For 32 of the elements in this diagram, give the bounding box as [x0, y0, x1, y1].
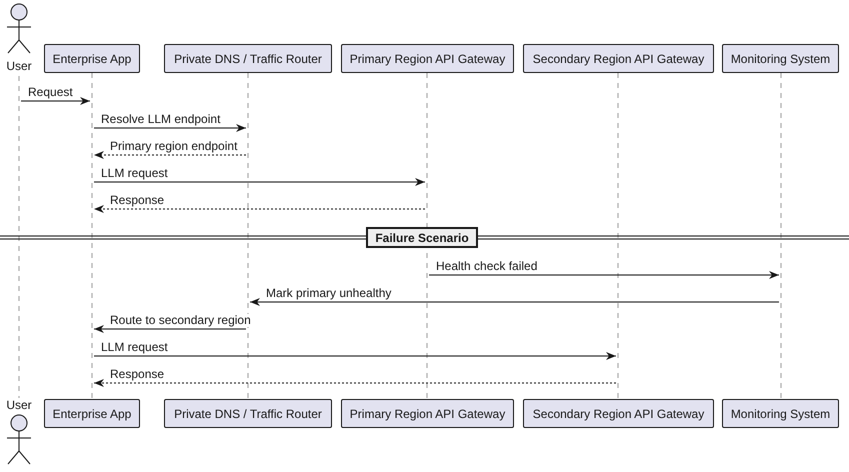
participant-box: Private DNS / Traffic Router: [164, 399, 332, 428]
message-label: Resolve LLM endpoint: [100, 113, 222, 126]
participant-box: Private DNS / Traffic Router: [164, 44, 332, 73]
participant-box: Enterprise App: [44, 399, 140, 428]
message-arrow: [94, 124, 246, 132]
message-label: Health check failed: [435, 260, 538, 273]
message-arrow: [250, 298, 780, 306]
message-label: Primary region endpoint: [109, 140, 238, 153]
participant-box: Monitoring System: [722, 44, 839, 73]
message-arrow: [94, 151, 246, 159]
message-label: LLM request: [100, 341, 169, 354]
message-arrow: [94, 205, 426, 213]
message-label: LLM request: [100, 167, 169, 180]
message-label: Response: [109, 194, 166, 207]
message-arrow: [94, 352, 616, 360]
participant-box: Primary Region API Gateway: [341, 399, 514, 428]
message-arrow: [20, 97, 90, 105]
actor-name: User: [5, 398, 33, 412]
participant-box: Monitoring System: [722, 399, 839, 428]
message-label: Request: [27, 86, 74, 99]
message-label: Mark primary unhealthy: [265, 287, 392, 300]
participant-box: Primary Region API Gateway: [341, 44, 514, 73]
message-arrow: [94, 379, 616, 387]
message-label: Response: [109, 368, 166, 381]
actor-name: User: [5, 59, 33, 73]
message-arrow: [94, 178, 426, 186]
participant-box: Secondary Region API Gateway: [523, 44, 714, 73]
message-arrow: [428, 271, 780, 279]
message-label: Route to secondary region: [109, 314, 252, 327]
participant-box: Secondary Region API Gateway: [523, 399, 714, 428]
participant-box: Enterprise App: [44, 44, 140, 73]
message-arrow: [94, 325, 246, 333]
